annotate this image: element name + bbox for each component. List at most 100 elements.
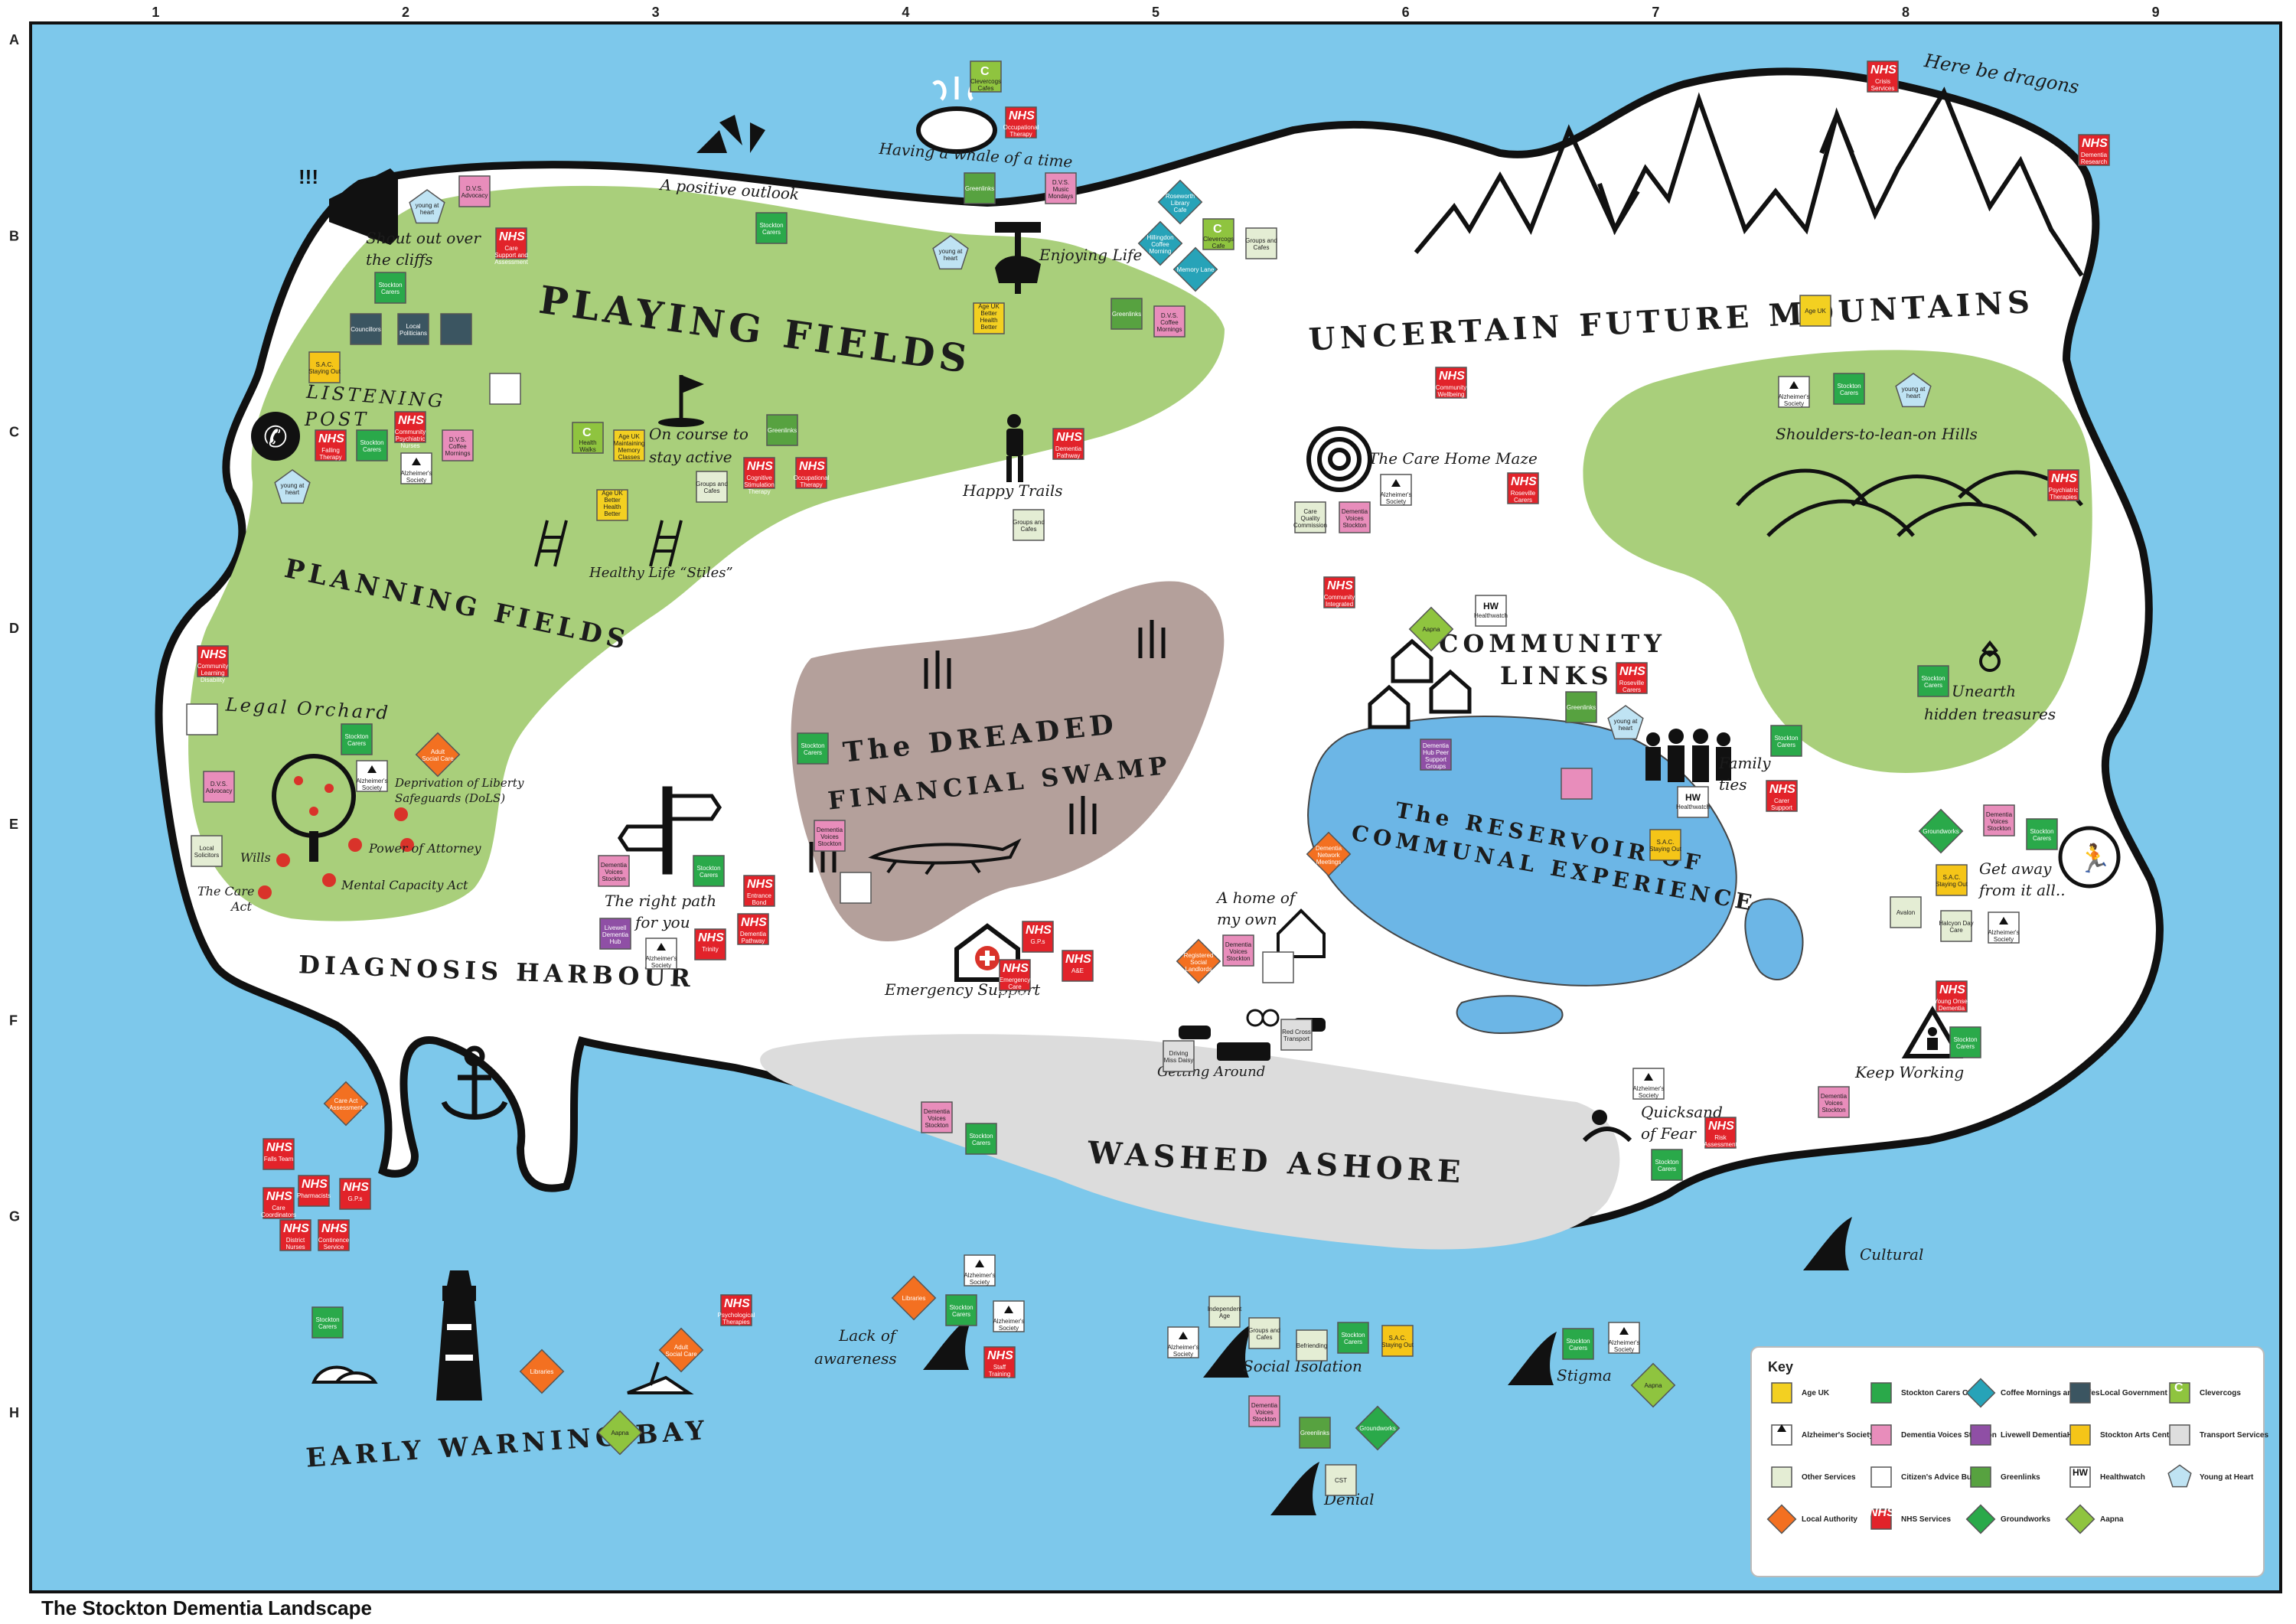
tile-alzheimers bbox=[1771, 1424, 1792, 1446]
family-icon bbox=[1645, 729, 1731, 782]
tile-shape bbox=[495, 227, 527, 259]
tile-label: Alzheimer's bbox=[1988, 929, 2019, 936]
nhs-logo-icon: NHS bbox=[1327, 579, 1353, 592]
tile-label: Therapy bbox=[800, 481, 822, 488]
tile-shape bbox=[442, 429, 474, 461]
tile-other: Avalon bbox=[1890, 896, 1922, 928]
tile-shape bbox=[1137, 220, 1183, 266]
page-title: The Stockton Dementia Landscape bbox=[41, 1596, 372, 1619]
svg-text:✆: ✆ bbox=[263, 420, 288, 454]
nhs-logo-icon: NHS bbox=[1003, 962, 1029, 975]
tile-label: Independent bbox=[1208, 1306, 1242, 1313]
tile-shape bbox=[1052, 428, 1084, 460]
tile-label: Cafes bbox=[978, 85, 994, 92]
tile-shape bbox=[1918, 808, 1964, 854]
tile-coffee bbox=[1965, 1378, 1996, 1408]
tile-shape bbox=[2169, 1424, 2190, 1446]
tile-shape bbox=[797, 732, 829, 765]
tile-label: Service bbox=[324, 1244, 344, 1251]
tile-shape bbox=[572, 422, 604, 454]
tile-shape bbox=[1940, 910, 1972, 942]
tile-shape bbox=[519, 1348, 565, 1394]
tile-shape bbox=[1475, 595, 1507, 627]
tile-shape bbox=[339, 1178, 371, 1210]
hiker-icon bbox=[1006, 414, 1023, 482]
grid-row-E: E bbox=[9, 817, 18, 832]
tile-label: Stockton bbox=[949, 1304, 973, 1311]
tile-label: Assessment bbox=[494, 259, 528, 266]
label-home-1: A home of bbox=[1215, 889, 1298, 907]
tile-label: young at bbox=[1902, 386, 1926, 393]
tile-label: S.A.C. bbox=[1942, 874, 1960, 881]
tile-shape bbox=[613, 429, 645, 461]
nhs-logo-icon: NHS bbox=[283, 1222, 309, 1235]
label-getaway-1: Get away bbox=[1979, 859, 2052, 878]
tile-label: Carers bbox=[762, 229, 781, 236]
tile-carers bbox=[1870, 1382, 1892, 1404]
tile-label: Mornings bbox=[1157, 326, 1182, 333]
sunburst-icon bbox=[696, 115, 765, 153]
tile-label: Stockton bbox=[1953, 1036, 1977, 1043]
tile-shape bbox=[737, 913, 769, 945]
tile-label: Care bbox=[1303, 508, 1317, 515]
tile-local_authority: Libraries bbox=[891, 1275, 937, 1321]
nhs-logo-icon: NHS bbox=[724, 1297, 750, 1310]
tile-label: Greenlinks bbox=[1567, 704, 1596, 711]
tile-shape bbox=[1294, 501, 1326, 533]
tile-label: Aapna bbox=[611, 1430, 629, 1436]
tile-shape bbox=[1323, 576, 1355, 608]
label-dols-2: Safeguards (DoLS) bbox=[395, 791, 505, 805]
tile-shape bbox=[973, 302, 1005, 334]
tile-label: and Support bbox=[1866, 92, 1900, 99]
tile-label: Clevercogs bbox=[970, 78, 1001, 85]
map-border bbox=[29, 21, 2282, 1593]
tile-shape bbox=[1965, 1504, 1996, 1534]
tile-label: Walks bbox=[579, 446, 595, 453]
tile-label: Society bbox=[362, 784, 382, 791]
tile-shape bbox=[1870, 1382, 1892, 1404]
tile-shape bbox=[983, 1346, 1016, 1378]
tile-shape bbox=[993, 1300, 1025, 1332]
tile-label: Voices bbox=[605, 869, 623, 876]
tile-label: Health bbox=[980, 317, 997, 324]
tile-label: Memory Lane bbox=[1177, 266, 1215, 273]
nhs-logo-icon: NHS bbox=[1869, 1506, 1895, 1519]
tile-label: Society bbox=[999, 1325, 1019, 1332]
tile-shape bbox=[440, 313, 472, 345]
tile-label: Health bbox=[603, 504, 621, 510]
tile-label: Carer bbox=[1774, 797, 1789, 804]
tile-shape bbox=[932, 235, 969, 270]
tile-label: Stockton bbox=[969, 1133, 993, 1140]
tile-label: Libraries bbox=[530, 1368, 554, 1375]
tile-label: Staying Out bbox=[1649, 846, 1682, 853]
tile-label: Society bbox=[1639, 1092, 1658, 1099]
label-rightpath-1: The right path bbox=[605, 892, 716, 910]
tile-shape bbox=[1325, 1464, 1357, 1496]
tile-shape bbox=[1766, 780, 1798, 812]
tile-label: Voices bbox=[928, 1115, 946, 1122]
tile-label: Assessment bbox=[1322, 608, 1356, 615]
tile-label: Dementia bbox=[601, 862, 628, 869]
tile-label: young at bbox=[281, 482, 305, 489]
tile-label: Dementia bbox=[1225, 941, 1252, 948]
tile-shape bbox=[694, 928, 726, 960]
tile-shape bbox=[598, 855, 630, 887]
tile-shape bbox=[1562, 1328, 1594, 1360]
label-stigma: Stigma bbox=[1557, 1366, 1612, 1384]
label-poa: Power of Attorney bbox=[368, 841, 481, 856]
tile-greenlinks: Greenlinks bbox=[1110, 298, 1143, 330]
tile-shape bbox=[1110, 298, 1143, 330]
service-tiles: young atheartD.V.S.AdvocacyNHSCareSuppor… bbox=[186, 60, 2110, 1496]
tile-label: Roseworth bbox=[1166, 193, 1195, 200]
